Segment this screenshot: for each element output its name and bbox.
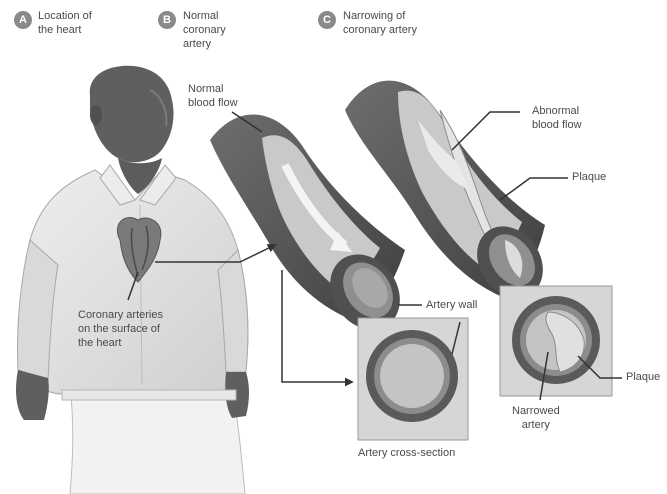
panel-b-badge: B [158,11,176,29]
artery-wall-label: Artery wall [426,298,477,312]
coronary-arteries-label: Coronary arteries on the surface of the … [78,308,163,350]
person-figure [16,66,249,494]
narrowed-artery-label: Narrowed artery [512,404,560,432]
plaque-label-bottom: Plaque [626,370,660,384]
panel-a-title: Location of the heart [38,9,92,37]
cross-section-label: Artery cross-section [358,446,455,460]
panel-c-title: Narrowing of coronary artery [343,9,417,37]
panel-b-title: Normal coronary artery [183,9,226,51]
normal-cross-section [358,318,468,440]
panel-c-badge: C [318,11,336,29]
panel-a-badge: A [14,11,32,29]
narrowed-cross-section [500,286,612,396]
normal-blood-flow-label: Normal blood flow [188,82,238,110]
abnormal-blood-flow-label: Abnormal blood flow [532,104,582,132]
plaque-label-top: Plaque [572,170,606,184]
